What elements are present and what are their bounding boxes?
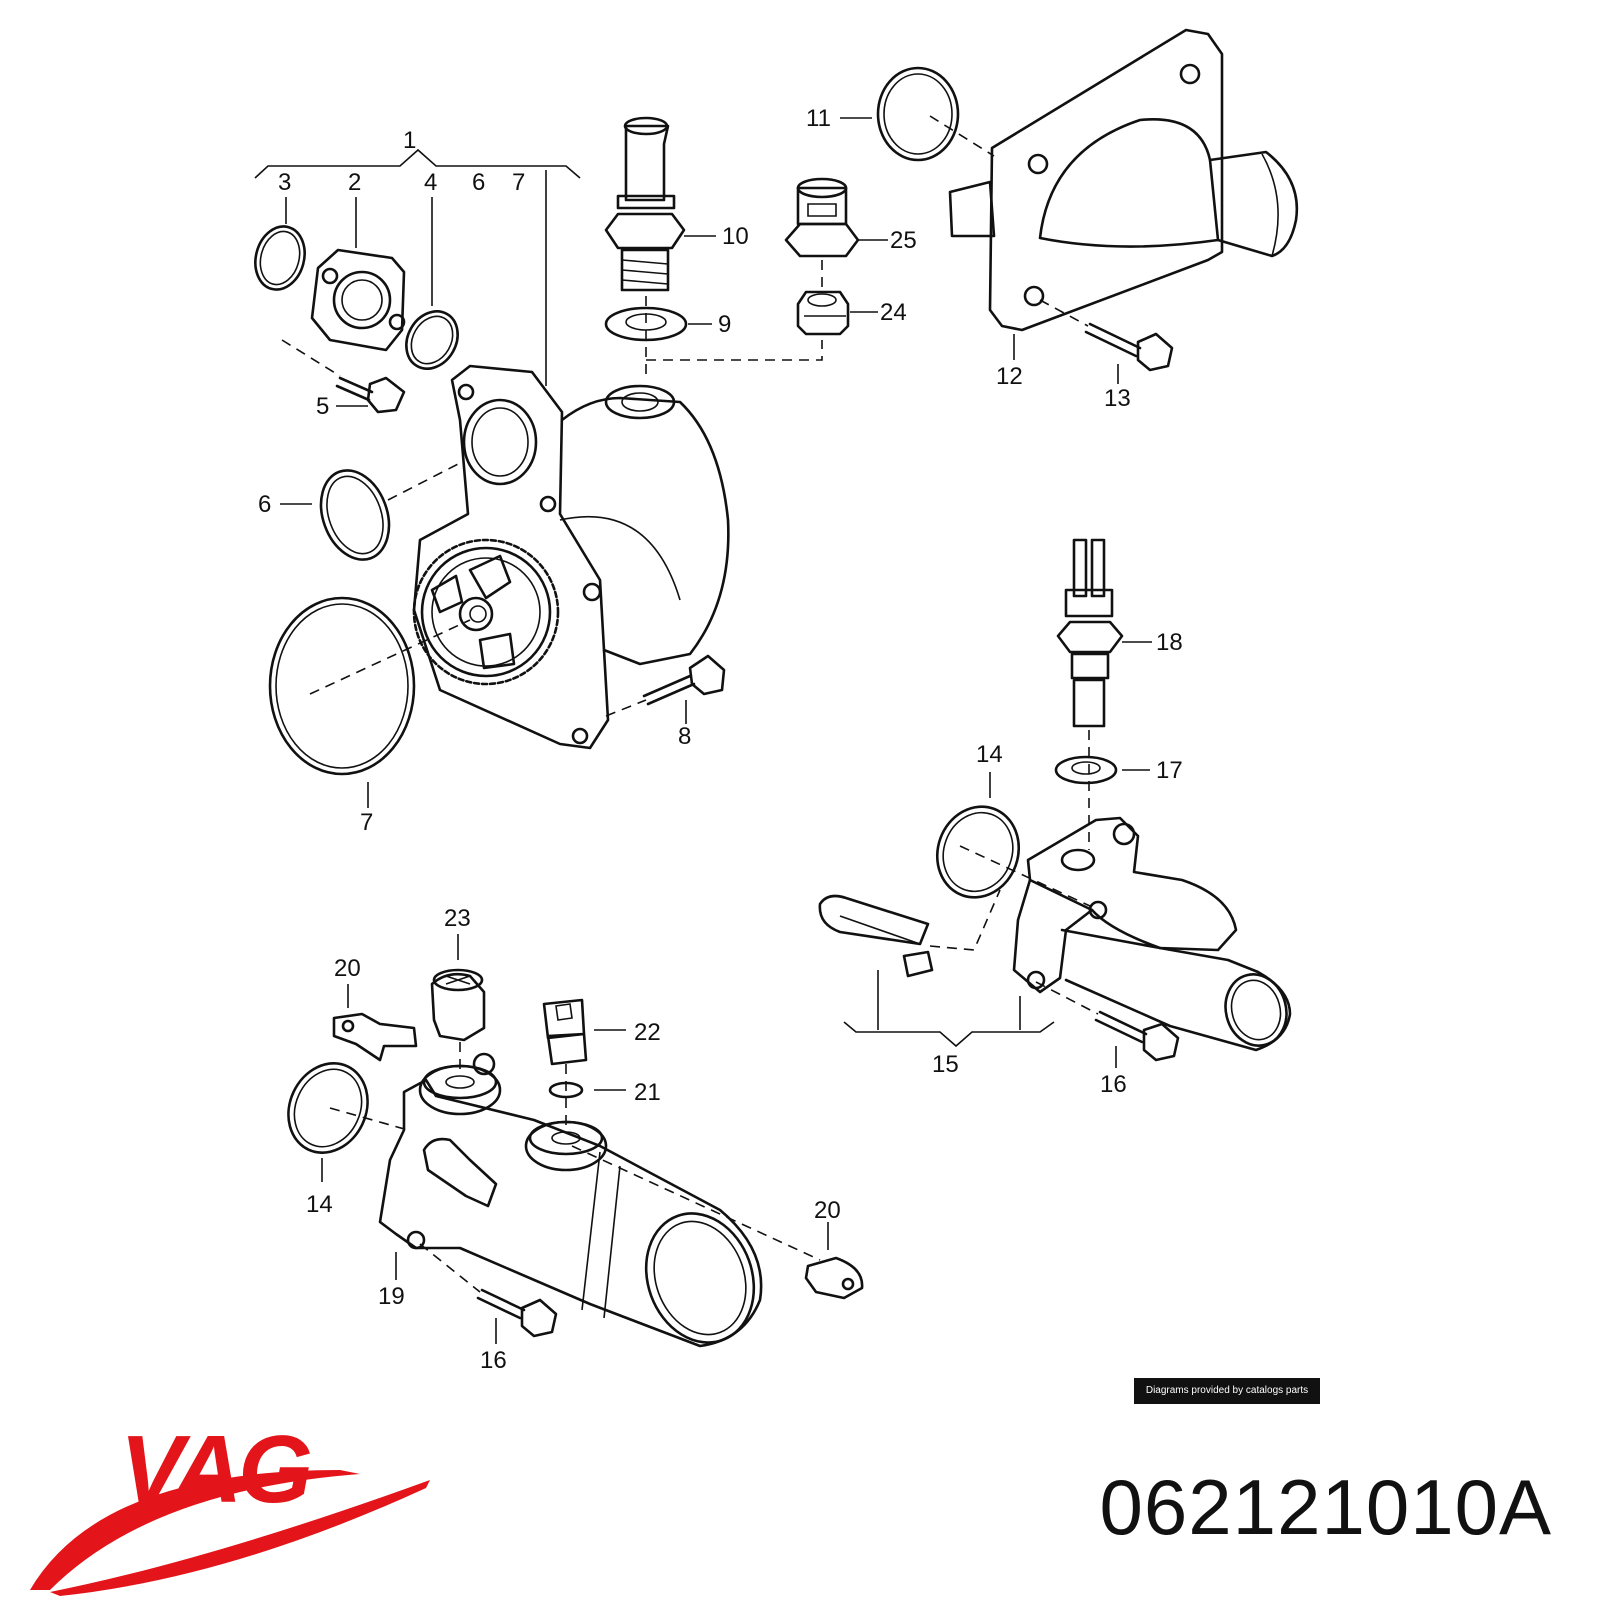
callout-7: 7 <box>360 809 373 836</box>
callout-7: 7 <box>512 169 525 196</box>
callout-21: 21 <box>634 1079 661 1106</box>
callout-6: 6 <box>472 169 485 196</box>
callout-25: 25 <box>890 227 917 254</box>
sensor-housing-group <box>818 538 1292 1068</box>
callout-5: 5 <box>316 393 329 420</box>
logo-swoosh-tail <box>50 1480 430 1596</box>
callout-20: 20 <box>334 955 361 982</box>
fittings-group <box>604 116 888 376</box>
callout-23: 23 <box>444 905 471 932</box>
callout-11: 11 <box>806 105 831 132</box>
callout-15: 15 <box>932 1051 959 1078</box>
logo-text: VAG <box>120 1416 310 1523</box>
callout-17: 17 <box>1156 757 1183 784</box>
callout-6: 6 <box>258 491 271 518</box>
diagram-credit: Diagrams provided by catalogs parts <box>1134 1378 1320 1404</box>
part-number: 062121010A <box>1099 1463 1552 1551</box>
logo-swoosh <box>30 1470 360 1590</box>
coolant-flange-group <box>840 28 1299 384</box>
callout-22: 22 <box>634 1019 661 1046</box>
pump-assembly <box>254 148 730 808</box>
callout-13: 13 <box>1104 385 1131 412</box>
callout-4: 4 <box>424 169 437 196</box>
callout-16: 16 <box>1100 1071 1127 1098</box>
callout-2: 2 <box>348 169 361 196</box>
callout-12: 12 <box>996 363 1023 390</box>
callout-1: 1 <box>403 127 416 154</box>
vag-logo: VAG <box>30 1416 430 1596</box>
callout-24: 24 <box>880 299 907 326</box>
callout-14: 14 <box>976 741 1003 768</box>
callout-3: 3 <box>278 169 291 196</box>
callout-14: 14 <box>306 1191 333 1218</box>
callout-9: 9 <box>718 311 731 338</box>
lower-housing-group <box>287 934 864 1348</box>
callout-20: 20 <box>814 1197 841 1224</box>
callout-16: 16 <box>480 1347 507 1374</box>
callout-10: 10 <box>722 223 749 250</box>
callout-19: 19 <box>378 1283 405 1310</box>
callout-8: 8 <box>678 723 691 750</box>
callout-18: 18 <box>1156 629 1183 656</box>
